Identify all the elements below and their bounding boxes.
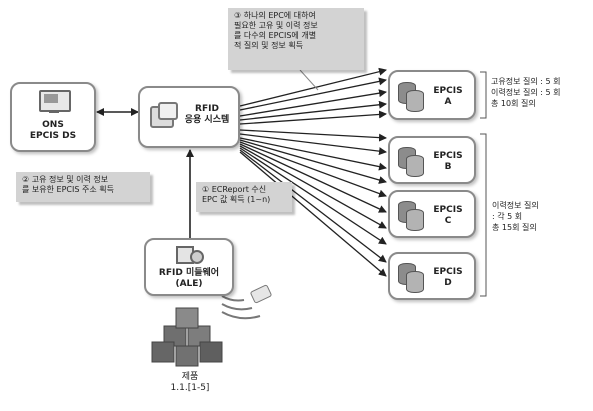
computer-icon — [39, 90, 71, 113]
node-epcis-c: EPCIS C — [388, 190, 476, 238]
note-step2: ② 고유 정보 및 이력 정보 를 보유한 EPCIS 주소 획득 — [16, 172, 150, 202]
middleware-label: RFID 미들웨어 (ALE) — [158, 268, 220, 289]
product-label: 제품 1.1.[1-5] — [170, 372, 210, 393]
rfid-app-label: RFID 응용 시스템 — [184, 104, 230, 125]
database-icon — [398, 147, 424, 177]
bracket-a — [480, 71, 487, 119]
node-epcis-d: EPCIS D — [388, 252, 476, 300]
node-ons: ONS EPCIS DS — [10, 82, 96, 152]
rfid-tag-icon — [250, 284, 272, 304]
database-icon — [398, 263, 424, 293]
node-epcis-b: EPCIS B — [388, 136, 476, 184]
note-step3: ③ 하나의 EPC에 대하여 필요한 고유 및 이력 정보 를 다수의 EPCI… — [228, 8, 364, 70]
query-count-a: 고유정보 질의 : 5 회 이력정보 질의 : 5 회 총 10회 질의 — [491, 77, 561, 108]
database-icon — [398, 82, 424, 112]
epcis-b-label: EPCIS B — [433, 151, 463, 172]
callout-step3 — [299, 69, 319, 91]
note-step1: ① ECReport 수신 EPC 값 획득 (1~n) — [196, 182, 292, 212]
node-rfid-app: RFID 응용 시스템 — [138, 86, 240, 148]
database-icon — [398, 201, 424, 231]
fanout-arrows — [239, 67, 387, 277]
middleware-icon — [176, 246, 204, 264]
application-icon — [150, 102, 178, 128]
product-boxes-icon — [151, 307, 223, 367]
query-count-bcd: 이력정보 질의 : 각 5 회 총 15회 질의 — [492, 201, 539, 232]
wireless-waves-icon — [221, 295, 261, 320]
epcis-a-label: EPCIS A — [433, 86, 463, 107]
epcis-d-label: EPCIS D — [433, 267, 463, 288]
ons-label: ONS EPCIS DS — [29, 120, 77, 141]
node-epcis-a: EPCIS A — [388, 70, 476, 120]
node-middleware: RFID 미들웨어 (ALE) — [144, 238, 234, 296]
bracket-bcd — [480, 133, 487, 297]
epcis-c-label: EPCIS C — [433, 205, 463, 226]
